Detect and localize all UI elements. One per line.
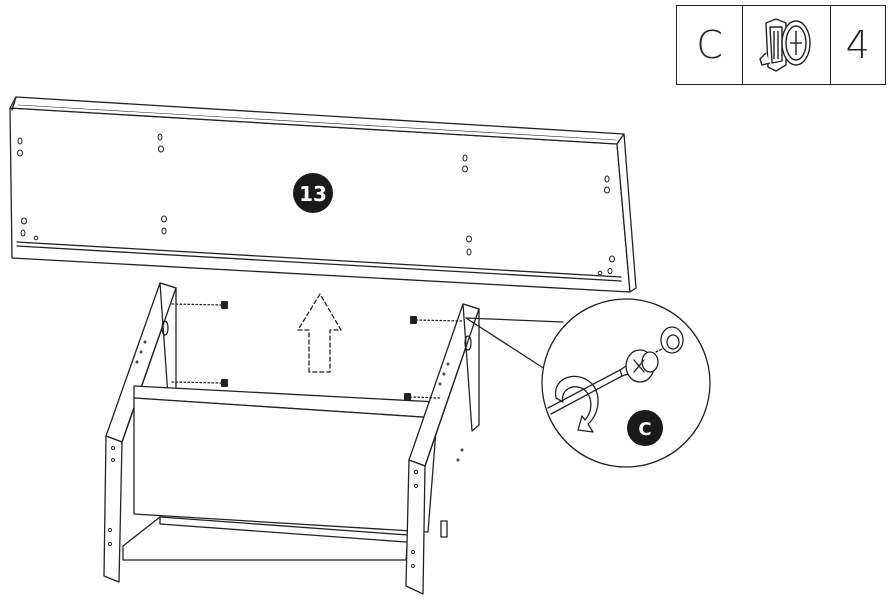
left-side-panel [103,282,177,583]
back-panel [133,385,438,533]
cam-lock-fitting-icon [743,6,831,84]
step-number-badge: 13 [293,173,333,213]
part-letter: C [677,6,744,84]
rotation-arrow-icon [555,375,599,433]
detail-callout [465,298,711,468]
cam-dowel-guides [171,303,463,399]
right-side-panel [405,303,480,595]
panel-hole-markers [17,133,615,276]
callout-letter: C [638,419,651,440]
upward-arrow-icon [297,293,342,373]
cam-lock-fitting-drawing [759,18,812,72]
cam-lock-icon [625,349,659,383]
parts-legend: C 4 [676,5,886,85]
side-panel-hole-markers [108,340,464,568]
cam-dowel-icon [221,301,417,401]
part-quantity: 4 [845,23,870,67]
step-number: 13 [299,182,327,206]
hole-icon [660,326,684,354]
callout-letter-badge: C [627,410,663,446]
